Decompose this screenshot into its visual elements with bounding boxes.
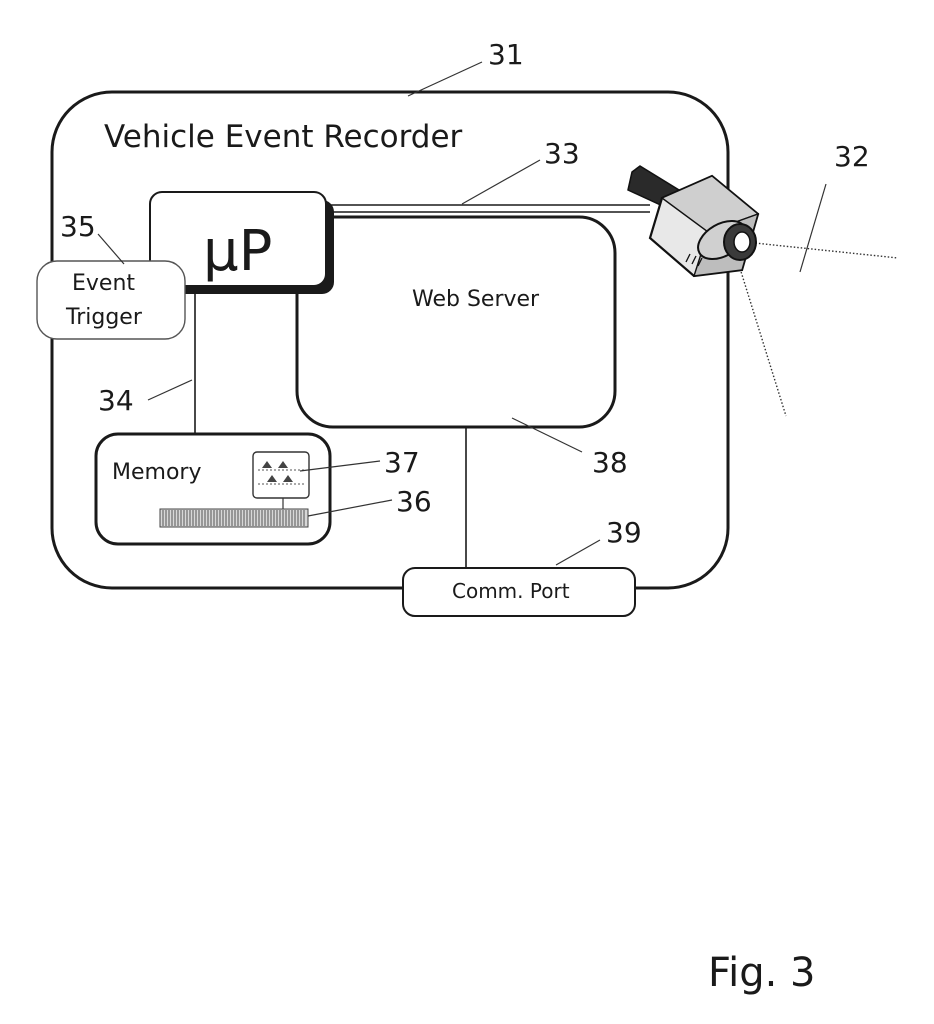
ref-39: 39 — [606, 516, 642, 549]
ref-31: 31 — [488, 38, 524, 71]
web-server-box — [297, 217, 615, 427]
leader-38 — [512, 418, 582, 452]
leader-39 — [556, 540, 600, 565]
leader-34 — [148, 380, 192, 400]
memory-label: Memory — [112, 460, 201, 485]
ref-34: 34 — [98, 384, 134, 417]
memory-icon — [253, 452, 309, 498]
recorder-title: Vehicle Event Recorder — [104, 119, 463, 155]
camera-icon — [628, 166, 898, 416]
microprocessor-label: μP — [203, 219, 272, 284]
leader-33 — [462, 160, 540, 204]
figure-label: Fig. 3 — [708, 950, 815, 996]
leader-36 — [308, 500, 392, 516]
recorder-housing — [52, 92, 728, 588]
event-trigger-label-line2: Trigger — [65, 305, 143, 330]
leader-32 — [800, 184, 826, 272]
ref-32: 32 — [834, 140, 870, 173]
ref-37: 37 — [384, 446, 420, 479]
leader-35 — [98, 234, 124, 264]
event-trigger-label-line1: Event — [72, 271, 135, 296]
leader-37 — [300, 461, 380, 471]
ref-36: 36 — [396, 485, 432, 518]
web-server-label: Web Server — [412, 287, 540, 312]
ref-35: 35 — [60, 210, 96, 243]
ref-33: 33 — [544, 137, 580, 170]
ref-38: 38 — [592, 446, 628, 479]
comm-port-label: Comm. Port — [452, 579, 570, 603]
